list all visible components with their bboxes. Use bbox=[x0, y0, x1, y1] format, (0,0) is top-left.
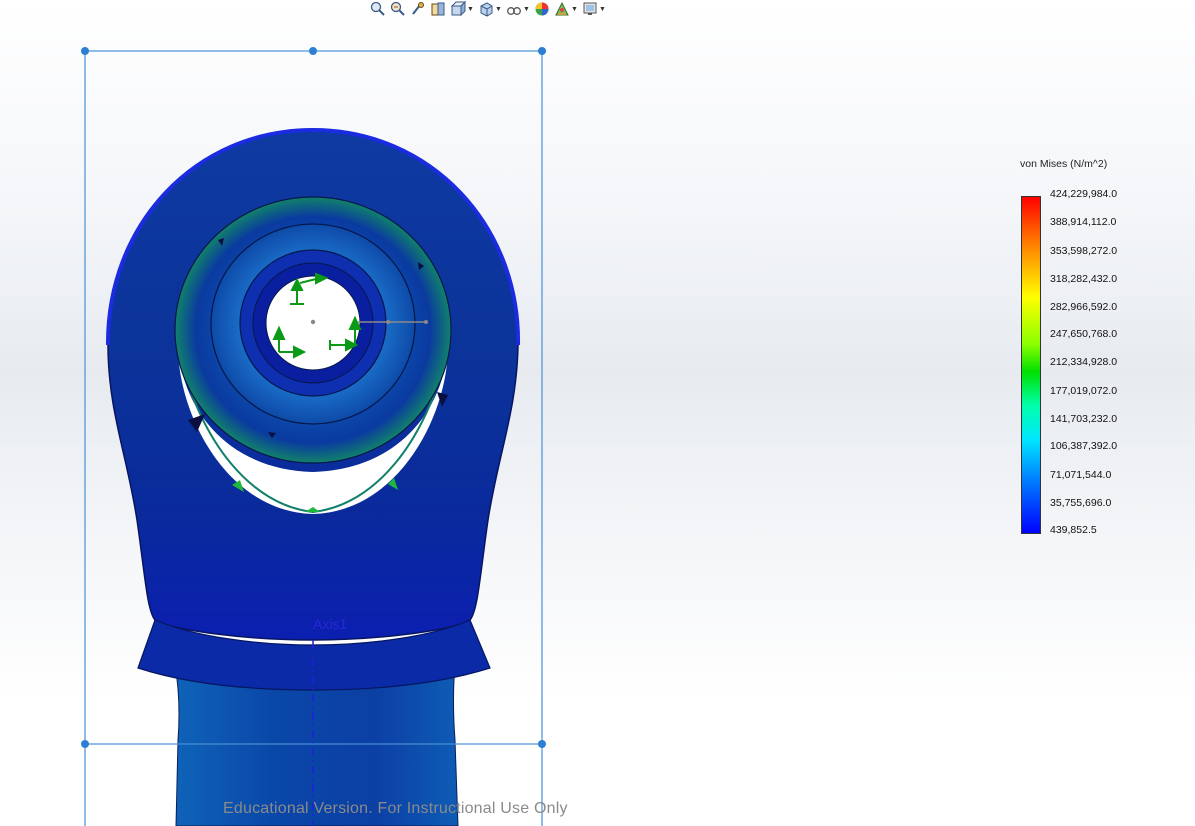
chevron-down-icon: ▼ bbox=[495, 5, 502, 13]
hide-show-items-icon bbox=[507, 7, 521, 15]
legend-value-12: 439,852.5 bbox=[1050, 524, 1097, 536]
rod-end-rim bbox=[312, 128, 521, 346]
apply-scene-button[interactable]: ▼ bbox=[552, 1, 580, 17]
legend-value-9: 106,387,392.0 bbox=[1050, 440, 1118, 452]
handle-bottom-right[interactable] bbox=[538, 740, 546, 748]
educational-watermark: Educational Version. For Instructional U… bbox=[223, 800, 568, 817]
apply-scene-icon bbox=[555, 1, 569, 16]
chevron-down-icon: ▼ bbox=[599, 5, 606, 13]
bounding-box-handles[interactable] bbox=[81, 47, 546, 748]
legend-value-2: 353,598,272.0 bbox=[1050, 245, 1118, 257]
rod-end-flange bbox=[137, 619, 491, 691]
previous-view-button[interactable] bbox=[408, 1, 428, 17]
zoom-to-area-icon bbox=[390, 1, 405, 16]
fixture-symbols bbox=[272, 272, 362, 359]
edit-appearance-icon bbox=[535, 2, 549, 16]
chevron-down-icon: ▼ bbox=[467, 5, 474, 13]
rod-shaft bbox=[174, 664, 459, 826]
hide-show-items-button[interactable]: ▼ bbox=[504, 1, 532, 17]
view-orientation-button[interactable]: ▼ bbox=[448, 1, 476, 17]
handle-top-right[interactable] bbox=[538, 47, 546, 55]
chevron-down-icon: ▼ bbox=[571, 5, 578, 13]
display-style-button[interactable]: ▼ bbox=[476, 1, 504, 17]
fixture-arrow-left-icon bbox=[272, 325, 307, 359]
chevron-down-icon: ▼ bbox=[523, 5, 530, 13]
handle-top-left[interactable] bbox=[81, 47, 89, 55]
legend-title: von Mises (N/m^2) bbox=[1020, 158, 1108, 170]
legend-value-6: 212,334,928.0 bbox=[1050, 356, 1118, 368]
load-markers bbox=[188, 238, 448, 438]
rod-end-rim-left bbox=[105, 128, 314, 346]
view-orientation-icon bbox=[450, 1, 467, 17]
previous-view-icon bbox=[412, 2, 424, 15]
zoom-to-fit-icon bbox=[370, 1, 385, 16]
handle-top-center[interactable] bbox=[309, 47, 317, 55]
legend-value-4: 282,966,592.0 bbox=[1050, 301, 1118, 313]
legend-value-8: 141,703,232.0 bbox=[1050, 413, 1118, 425]
handle-bottom-left[interactable] bbox=[81, 740, 89, 748]
legend-value-5: 247,650,768.0 bbox=[1050, 328, 1118, 340]
fixture-arrow-top-icon bbox=[290, 272, 329, 305]
fixture-arrow-right-icon bbox=[329, 315, 362, 352]
legend-value-11: 35,755,696.0 bbox=[1050, 497, 1112, 509]
dimension-end-point bbox=[424, 320, 428, 324]
view-settings-button[interactable]: ▼ bbox=[580, 1, 608, 17]
bore-center-point bbox=[310, 319, 316, 325]
section-view-icon bbox=[431, 2, 445, 16]
edit-appearance-button[interactable] bbox=[532, 1, 552, 17]
legend-value-1: 388,914,112.0 bbox=[1050, 216, 1117, 228]
stress-hotspots bbox=[232, 478, 398, 512]
section-view-button[interactable] bbox=[428, 1, 448, 17]
legend-value-0: 424,229,984.0 bbox=[1050, 188, 1118, 200]
legend-value-3: 318,282,432.0 bbox=[1050, 273, 1118, 285]
view-settings-icon bbox=[583, 2, 597, 15]
zoom-to-area-button[interactable] bbox=[388, 1, 408, 17]
dimension-point bbox=[386, 320, 390, 324]
display-style-icon bbox=[480, 2, 493, 17]
heads-up-view-toolbar: ▼ ▼ ▼ ▼ ▼ bbox=[368, 0, 608, 18]
legend-color-bar bbox=[1021, 196, 1041, 534]
zoom-to-fit-button[interactable] bbox=[368, 1, 388, 17]
eye-opening bbox=[178, 350, 448, 514]
axis1-label[interactable]: Axis1 bbox=[313, 616, 348, 632]
legend-value-10: 71,071,544.0 bbox=[1050, 469, 1112, 481]
legend-value-7: 177,019,072.0 bbox=[1050, 385, 1118, 397]
